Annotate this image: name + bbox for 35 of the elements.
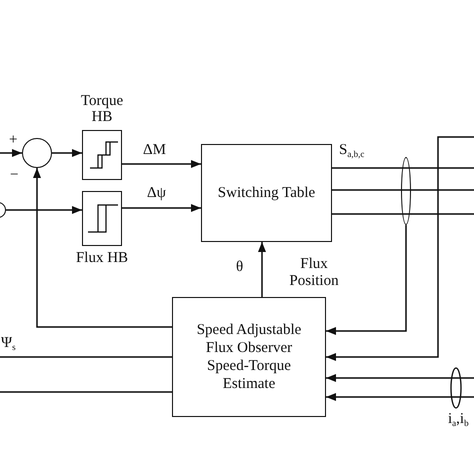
arrow (326, 225, 407, 335)
sign-label: − (10, 168, 18, 183)
arrow (52, 149, 82, 157)
block-label: Torque HB (80, 94, 124, 126)
process-box (201, 144, 332, 242)
process-box (172, 297, 326, 417)
arrow (326, 393, 474, 401)
signal-label: S$_{a,b,c}$ (339, 143, 364, 159)
block-label: Speed Adjustable Flux Observer Speed-Torque Estimate (196, 321, 302, 393)
arrow (326, 374, 474, 382)
signal-line (0, 391, 172, 393)
block-label: Switching Table (216, 184, 316, 202)
arrow (33, 168, 172, 328)
signal-label: θ (236, 260, 244, 275)
signal-label: i$_{a}$,i$_{b}$ (448, 412, 469, 428)
arrow (326, 136, 474, 361)
hysteresis-block (82, 191, 122, 246)
hysteresis-block (82, 130, 122, 180)
signal-line (332, 167, 474, 169)
arrow (6, 206, 82, 214)
edge-label: ΔM (143, 143, 166, 158)
arrow (258, 242, 266, 297)
signal-line (332, 213, 474, 215)
bundle-ellipse (401, 157, 411, 225)
signal-line (332, 189, 474, 191)
summing-junction (22, 138, 52, 168)
sign-label: + (9, 133, 18, 148)
edge-label: Δψ (147, 186, 166, 201)
signal-line (0, 356, 172, 358)
arrow (122, 160, 201, 168)
arrow (0, 149, 22, 157)
block-label: Flux HB (74, 251, 130, 267)
edge-label: Ψ$_{s}$ (1, 336, 16, 352)
arrow (122, 204, 201, 212)
signal-label: Flux Position (288, 256, 340, 289)
